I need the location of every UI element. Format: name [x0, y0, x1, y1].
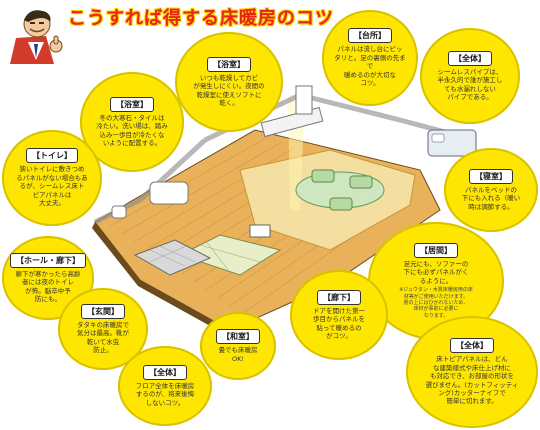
callout-kitchen: 【台所】 パネルは流し台にピッ タリと。足の裏側の先まで 暖めるのが大切な コツ…: [322, 10, 418, 106]
callout-label: 【トイレ】: [26, 148, 78, 164]
callout-label: 【浴室】: [110, 96, 154, 112]
fridge: [295, 85, 313, 115]
tatami-room: [178, 234, 282, 276]
callout-bathroom-left: 【浴室】 冬の大寒石・タイルは 冷たい。洗い場は、踏み 込み一歩目が冷たくな い…: [80, 72, 184, 172]
callout-text: パネルは流し台にピッ タリと。足の裏側の先まで 暖めるのが大切な コツ。: [334, 45, 406, 88]
callout-label: 【居間】: [414, 242, 458, 258]
callout-label: 【ホール・廊下】: [10, 252, 86, 268]
callout-bathroom-top: 【浴室】 いつも乾燥してカビ が発生しにくい。夜間の 乾燥室に使えソフトに 乾く…: [175, 32, 283, 132]
callout-label: 【玄関】: [81, 303, 125, 319]
callout-text: 床トピアパネルは、どん な建築様式や床仕上げ材に も対応でき、お部屋の形状を 選…: [425, 355, 519, 406]
callout-overall-panel: 【全体】 床トピアパネルは、どん な建築様式や床仕上げ材に も対応でき、お部屋の…: [406, 316, 538, 428]
callout-overall-pipe: 【全体】 シームレスパイプは、 半永久的で誰が施工し ても水漏れしない パイプで…: [420, 28, 520, 124]
callout-text: パネルをベッドの 下にも入れる（暖い 時は調節する。: [461, 185, 521, 211]
callout-text: フロア全体を床暖房 するのが、将来後悔 しないコツ。: [135, 381, 195, 407]
callout-label: 【和室】: [216, 329, 260, 345]
page-title: こうすれば得する床暖房のコツ: [68, 8, 334, 29]
callout-overall-floor: 【全体】 フロア全体を床暖房 するのが、将来後悔 しないコツ。: [118, 346, 212, 426]
callout-label: 【全体】: [143, 364, 187, 380]
low-table: [249, 224, 271, 238]
callout-bedroom: 【寝室】 パネルをベッドの 下にも入れる（暖い 時は調節する。: [444, 148, 538, 232]
callout-text: 廊下が寒かったら高齢 者には夜のトイレ が怖。脳卒中予 防にも。: [15, 269, 81, 303]
pillow: [431, 133, 445, 143]
callout-note: ※ジュウタン・木質床暖房用の床 材等がご使用いただけます。 畳の上にはひかれない…: [399, 287, 473, 319]
bathtub: [149, 181, 189, 205]
callout-corridor: 【廊下】 ドアを開けた第一 歩目からパネルを 貼って暖めるの がコツ。: [290, 270, 388, 360]
callout-label: 【寝室】: [469, 168, 513, 184]
callout-toilet: 【トイレ】 狭いトイレに敷きつめ るパネルがない場合もあ るが、シームレス床ト …: [2, 130, 102, 226]
callout-label: 【全体】: [448, 50, 492, 66]
callout-text: タタキの床暖房で 気分は最高。靴が 乾いて水虫 防止。: [77, 320, 129, 354]
tile-lines: [149, 245, 196, 267]
callout-text: いつも乾燥してカビ が発生しにくい。夜間の 乾燥室に使えソフトに 乾く。: [193, 73, 265, 107]
callout-label: 【浴室】: [207, 56, 251, 72]
entrance-tiles: [133, 239, 212, 276]
callout-text: ドアを開けた第一 歩目からパネルを 貼って暖めるの がコツ。: [313, 306, 365, 340]
tatami-lines: [199, 239, 261, 271]
kitchen-counter: [260, 106, 324, 138]
callout-text: 畳でも床暖房 OK!: [218, 346, 258, 363]
toilet: [111, 205, 127, 219]
callout-label: 【廊下】: [317, 289, 361, 305]
callout-label: 【全体】: [450, 338, 494, 354]
callout-text: シームレスパイプは、 半永久的で誰が施工し ても水漏れしない パイプである。: [437, 67, 503, 101]
callout-text: 足元にも、ソファーの 下にも必ずパネルがく るように。: [403, 259, 469, 285]
sofa-2: [349, 175, 373, 189]
mascot-icon: [10, 10, 63, 64]
callout-label: 【台所】: [348, 28, 392, 44]
left-wall: [93, 138, 207, 225]
sofa-1: [311, 169, 335, 183]
callout-text: 狭いトイレに敷きつめ るパネルがない場合もあ るが、シームレス床ト ピアパネルは…: [16, 165, 88, 208]
sofa-3: [329, 197, 353, 211]
callout-tatami: 【和室】 畳でも床暖房 OK!: [200, 312, 276, 380]
callout-text: 冬の大寒石・タイルは 冷たい。洗い場は、踏み 込み一歩目が冷たくな いように配置…: [96, 113, 168, 147]
header: こうすれば得する床暖房のコツ: [0, 0, 540, 64]
